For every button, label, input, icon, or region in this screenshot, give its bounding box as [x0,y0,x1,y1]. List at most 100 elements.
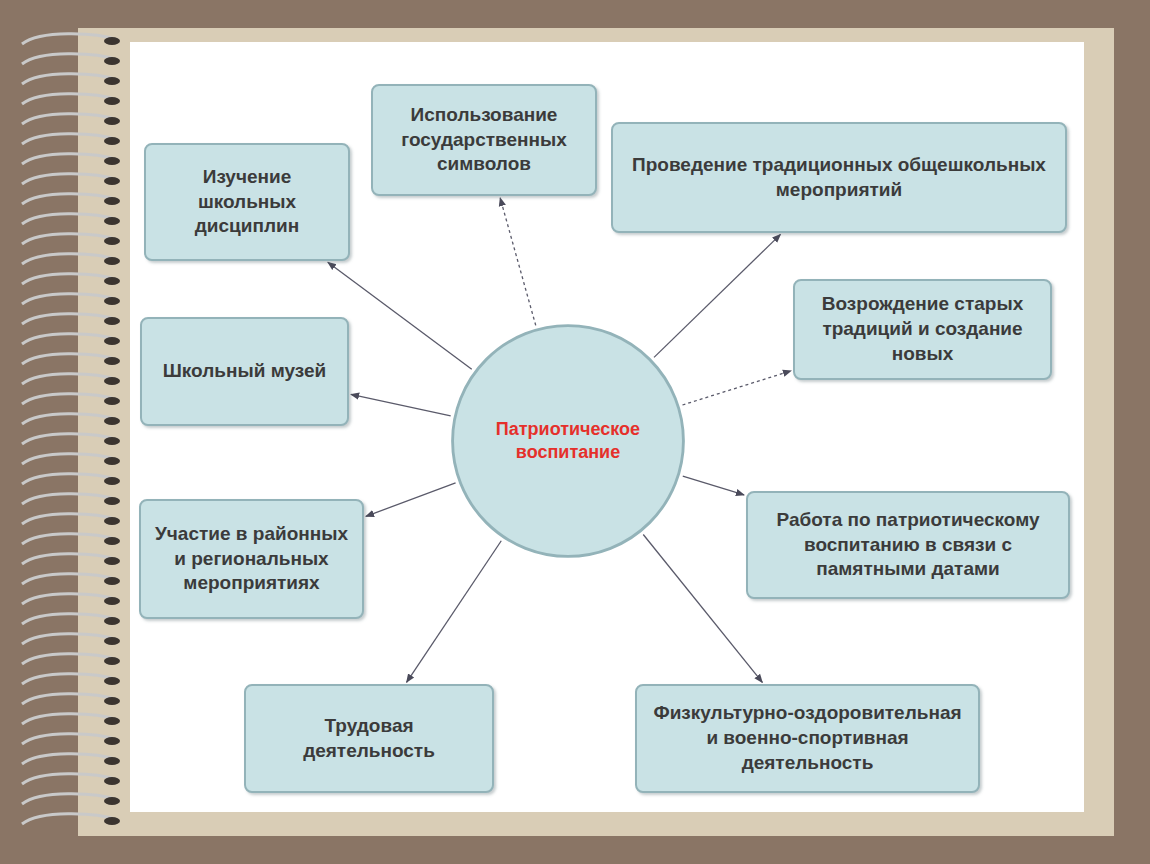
spiral-ring [22,574,118,584]
spiral-hole [104,577,120,585]
spiral-ring [22,774,118,784]
spiral-hole [104,137,120,145]
spiral-hole [104,457,120,465]
spiral-hole [104,617,120,625]
spiral-ring [22,394,118,404]
spiral-hole [104,477,120,485]
direction-box: Физкультурно-оздоровительная и военно-сп… [635,684,980,793]
spiral-ring [22,194,118,204]
node-label: Патриотическое воспитание [449,412,687,471]
node-label: Физкультурно-оздоровительная и военно-сп… [637,695,978,781]
spiral-hole [104,237,120,245]
center-circle: Патриотическое воспитание [449,322,687,560]
spiral-ring [22,434,118,444]
spiral-hole [104,177,120,185]
spiral-hole [104,677,120,685]
arrow-connector [328,262,472,369]
spiral-ring [22,454,118,464]
arrow-connector [643,534,762,682]
spiral-ring [22,534,118,544]
spiral-ring [22,34,118,44]
spiral-hole [104,517,120,525]
spiral-hole [104,377,120,385]
spiral-ring [22,674,118,684]
spiral-hole [104,737,120,745]
spiral-hole [104,597,120,605]
page-border [78,28,1114,836]
spiral-hole [104,397,120,405]
direction-box: Проведение традиционных общешкольных мер… [611,122,1067,233]
spiral-ring [22,814,118,824]
spiral-binding [22,34,120,825]
spiral-ring [22,74,118,84]
circle-outline [449,322,687,560]
spiral-hole [104,217,120,225]
direction-box: Использование государственных символов [371,84,597,196]
spiral-hole [104,777,120,785]
spiral-hole [104,117,120,125]
spiral-hole [104,637,120,645]
spiral-ring [22,754,118,764]
spiral-ring [22,654,118,664]
spiral-ring [22,174,118,184]
node-label: Участие в районных и региональных меропр… [141,516,362,602]
spiral-ring [22,354,118,364]
arrow-connector [366,483,456,516]
spiral-ring [22,474,118,484]
spiral-ring [22,134,118,144]
arrow-connector [683,476,744,495]
spiral-ring [22,334,118,344]
spiral-ring [22,734,118,744]
spiral-hole [104,657,120,665]
node-label: Возрождение старых традиций и создание н… [795,286,1050,372]
spiral-ring [22,634,118,644]
node-label: Школьный музей [151,353,338,390]
spiral-ring [22,114,118,124]
spiral-ring [22,294,118,304]
spiral-ring [22,794,118,804]
spiral-ring [22,214,118,224]
circle-shape [453,326,684,557]
spiral-hole [104,197,120,205]
spiral-ring [22,594,118,604]
arrow-connector [500,198,536,325]
spiral-hole [104,57,120,65]
spiral-ring [22,154,118,164]
spiral-hole [104,497,120,505]
spiral-hole [104,37,120,45]
spiral-ring [22,414,118,424]
spiral-hole [104,437,120,445]
spiral-ring [22,94,118,104]
spiral-ring [22,234,118,244]
direction-box: Школьный музей [140,317,349,426]
spiral-hole [104,757,120,765]
direction-box: Работа по патриотическому воспитанию в с… [746,491,1070,599]
node-label: Проведение традиционных общешкольных мер… [613,147,1065,208]
spiral-hole [104,697,120,705]
spiral-ring [22,614,118,624]
spiral-hole [104,277,120,285]
spiral-hole [104,357,120,365]
spiral-hole [104,257,120,265]
spiral-hole [104,97,120,105]
spiral-hole [104,297,120,305]
spiral-hole [104,717,120,725]
spiral-hole [104,817,120,825]
node-label: Трудовая деятельность [246,708,492,769]
spiral-ring [22,254,118,264]
node-label: Работа по патриотическому воспитанию в с… [748,502,1068,588]
direction-box: Изучение школьных дисциплин [144,143,350,261]
spiral-hole [104,797,120,805]
spiral-ring [22,314,118,324]
arrow-connector [654,234,780,357]
spiral-ring [22,694,118,704]
spiral-hole [104,157,120,165]
arrow-connector [351,394,451,415]
direction-box: Трудовая деятельность [244,684,494,793]
spiral-ring [22,54,118,64]
arrow-connector [407,541,502,683]
node-label: Использование государственных символов [373,97,595,183]
spiral-hole [104,77,120,85]
spiral-ring [22,374,118,384]
spiral-ring [22,714,118,724]
